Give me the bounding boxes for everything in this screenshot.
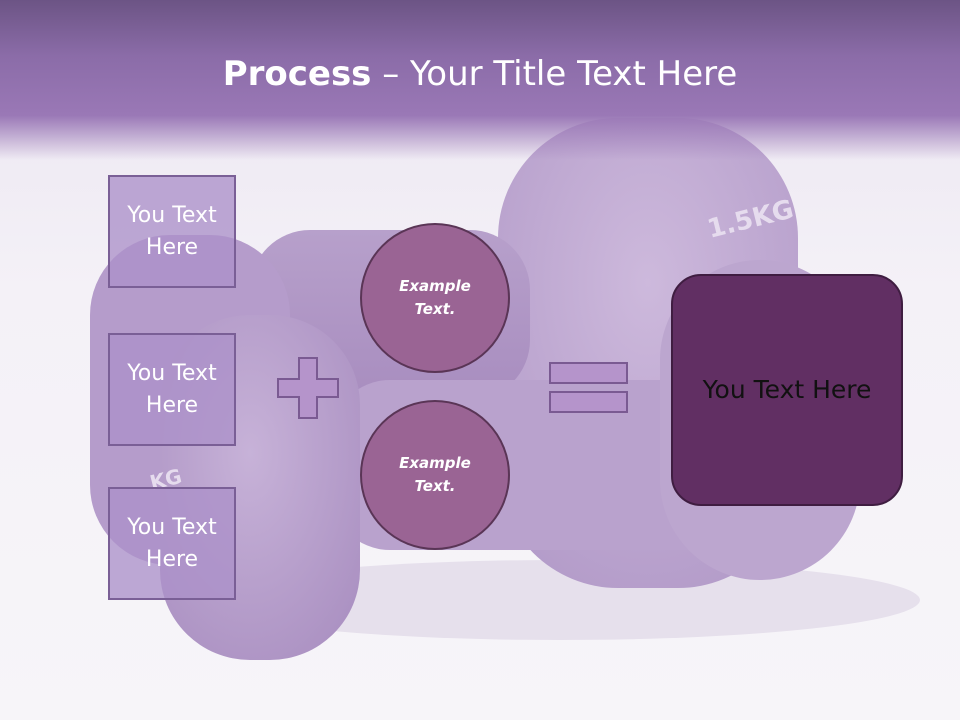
title-bold: Process — [222, 54, 372, 94]
header-band — [0, 0, 960, 160]
text-box-1[interactable]: You Text Here — [108, 175, 236, 288]
example-circle-2[interactable]: Example Text. — [360, 400, 510, 550]
slide-title: Process – Your Title Text Here — [0, 52, 960, 96]
equals-icon — [549, 362, 629, 414]
text-box-3[interactable]: You Text Here — [108, 487, 236, 600]
text-box-2[interactable]: You Text Here — [108, 333, 236, 446]
example-circle-1[interactable]: Example Text. — [360, 223, 510, 373]
result-box[interactable]: You Text Here — [671, 274, 903, 506]
title-rest: – Your Title Text Here — [371, 54, 738, 94]
plus-icon — [277, 357, 339, 419]
